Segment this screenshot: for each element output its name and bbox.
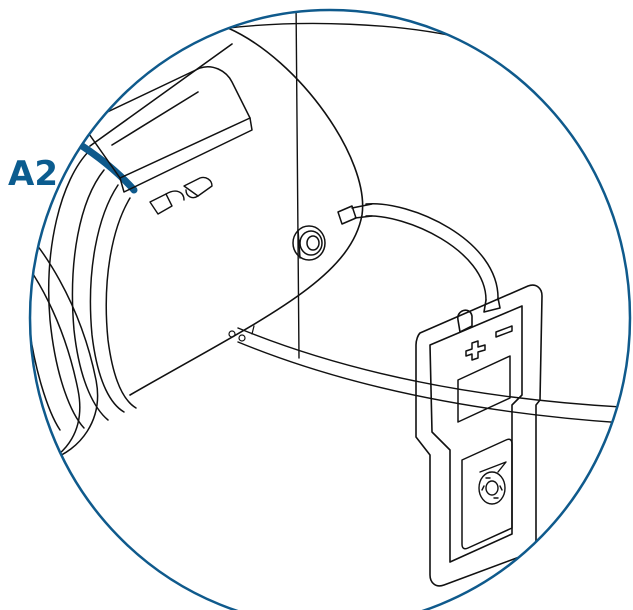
detail-circle <box>28 8 632 610</box>
pipe-body <box>71 15 364 396</box>
circular-control-pad-icon <box>478 461 507 505</box>
seal-highlight <box>72 138 138 194</box>
meter-minus-button <box>495 325 513 338</box>
callout-label-a2: A2 <box>8 154 58 194</box>
meter-display <box>457 355 511 423</box>
meter-plus-button <box>465 340 486 361</box>
meter-keypad-panel <box>461 438 513 550</box>
filler-valve <box>337 203 373 225</box>
pipe-fitting-knob <box>292 225 326 261</box>
latch-pins <box>149 176 213 215</box>
detail-contents <box>30 10 630 587</box>
inspection-hatch <box>81 66 253 193</box>
vessel-body <box>227 10 630 425</box>
pressure-meter <box>415 284 543 587</box>
meter-plus-label: + <box>474 354 475 357</box>
underside-bolts <box>228 325 255 342</box>
pressure-hose <box>365 203 499 301</box>
